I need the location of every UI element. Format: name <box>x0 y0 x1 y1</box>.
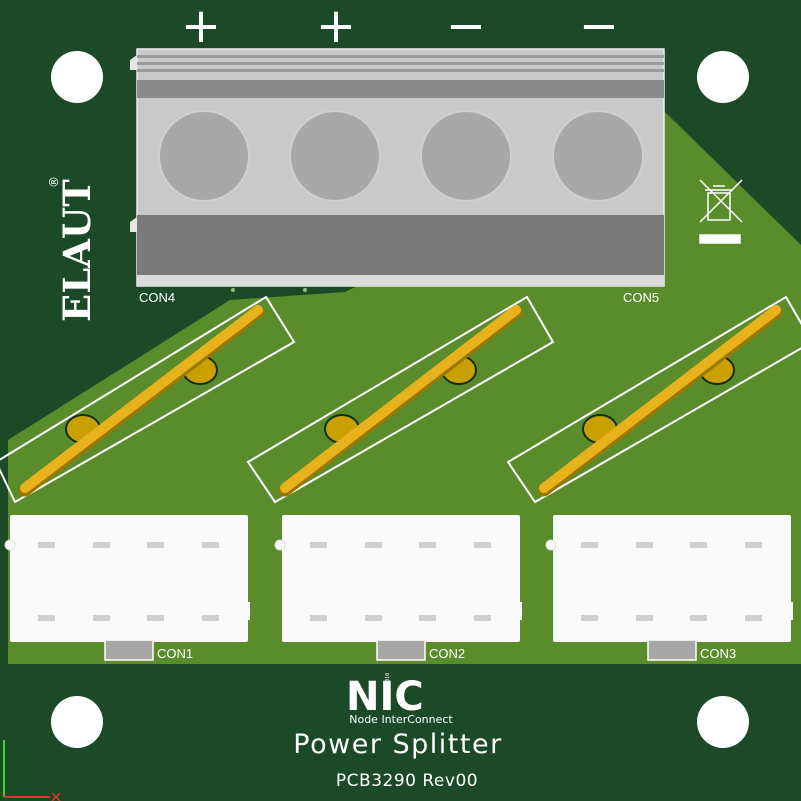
terminal-screw-4[interactable] <box>552 110 644 202</box>
connector-con1[interactable] <box>4 515 250 661</box>
terminal-block <box>130 48 665 287</box>
mounting-hole-top-right <box>697 51 749 103</box>
connector-con3[interactable] <box>545 515 793 661</box>
polarity-mark-1: + <box>181 0 221 54</box>
registered-mark: ® <box>47 176 61 188</box>
svg-text:ELAUT: ELAUT <box>55 179 99 322</box>
ref-con2: CON2 <box>429 646 465 661</box>
board-title: Power Splitter <box>293 729 502 760</box>
polarity-mark-4: − <box>579 0 619 54</box>
ref-con5: CON5 <box>623 290 659 305</box>
terminal-screw-2[interactable] <box>289 110 381 202</box>
pcb-id: PCB3290 Rev00 <box>336 771 478 791</box>
nic-caption: Node InterConnect <box>349 713 453 726</box>
ref-con3: CON3 <box>700 646 736 661</box>
terminal-screw-3[interactable] <box>420 110 512 202</box>
polarity-mark-2: + <box>316 0 356 54</box>
mounting-hole-bottom-right <box>697 696 749 748</box>
svg-text:NIC: NIC <box>346 674 424 720</box>
ref-con4: CON4 <box>139 290 175 305</box>
mounting-hole-bottom-left <box>51 696 103 748</box>
fuse-1[interactable] <box>0 295 296 504</box>
fuse-3[interactable] <box>506 295 801 504</box>
weee-bin-icon <box>699 179 743 244</box>
terminal-screw-1[interactable] <box>158 110 250 202</box>
svg-text:01010101010: 01010101010 <box>385 673 391 706</box>
nic-logo: NIC 01010101010 <box>346 673 424 720</box>
fuse-2[interactable] <box>246 295 555 504</box>
brand-logo: ELAUT <box>55 179 99 322</box>
mounting-hole-top-left <box>51 51 103 103</box>
axis-gizmo-icon <box>3 740 61 801</box>
polarity-mark-3: − <box>446 0 486 54</box>
connector-con2[interactable] <box>274 515 522 661</box>
ref-con1: CON1 <box>157 646 193 661</box>
